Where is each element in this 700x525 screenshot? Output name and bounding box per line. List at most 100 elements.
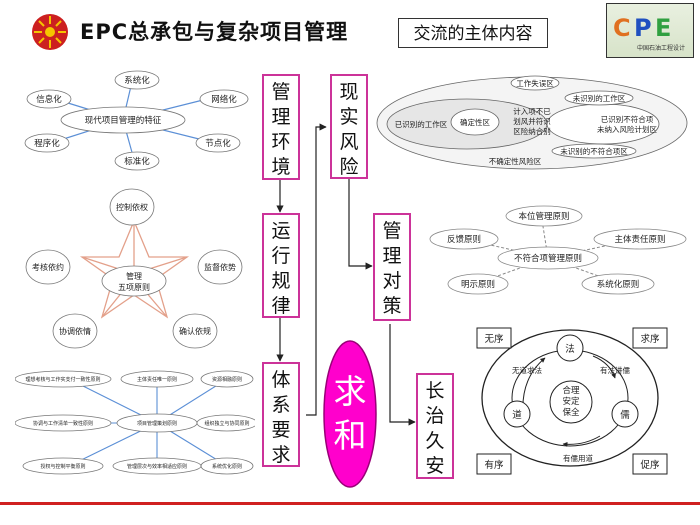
feature-label-6: 标准化 — [124, 156, 150, 167]
system-left-label-2: 协调与工作清单一致性原则 — [33, 420, 93, 427]
principle-node-4 — [52, 313, 98, 349]
cycle-center-node — [549, 380, 593, 424]
system-right-node-3 — [200, 457, 254, 475]
system-middle-label-1: 主体责任唯一原则 — [137, 376, 177, 383]
measure-node-4 — [447, 273, 509, 295]
principles-center-node — [101, 265, 167, 297]
flow-system-req: 体系要求 — [262, 362, 300, 467]
system-left-label-1: 理想考核与工作实支付一致性原则 — [25, 376, 100, 383]
flow-operation-law: 运行规律 — [262, 213, 300, 318]
flow-mgmt-env: 管理环境 — [262, 74, 300, 180]
inner-label-3: 道 — [512, 409, 522, 421]
work-error-label: 工作失误区 — [516, 78, 554, 88]
principle-node-2 — [197, 249, 243, 285]
plan-line-1: 计入项不已 — [513, 106, 551, 116]
flow-reality-risk: 现实风险 — [330, 74, 368, 179]
features-diagram: 现代项目管理的特征 系统化 信息化 网络化 程序化 节点化 标准化 — [24, 70, 249, 171]
harmony-label: 求和 — [333, 372, 367, 455]
arrow-system-to-risk — [306, 123, 327, 416]
cycle-edge-label-2: 有法讲儒 — [600, 365, 630, 375]
principle-label-3: 确认依规 — [179, 326, 211, 336]
principle-node-1 — [109, 188, 155, 226]
corner-label-2: 求序 — [640, 333, 660, 345]
principles-center-line-1: 管理 — [126, 271, 142, 281]
cycle-edge-label-3: 有儒用道 — [563, 453, 593, 463]
corner-label-4: 促序 — [640, 459, 660, 471]
petroleum-logo-icon — [32, 14, 68, 50]
cpe-logo-icon: C P E 中国石油工程设计 — [613, 14, 685, 52]
corner-label-1: 无序 — [484, 333, 504, 345]
principle-label-4: 协调依情 — [59, 326, 91, 336]
flow-mgmt-measures: 管理对策 — [373, 213, 411, 321]
features-center-node — [60, 106, 186, 134]
system-right-label-2: 组织独立与协同原则 — [204, 420, 249, 427]
cycle-outer-ring — [481, 329, 659, 467]
arrow-risk-to-measures — [348, 170, 373, 270]
cycle-center-line-2: 安定 — [562, 396, 580, 407]
measure-node-3 — [593, 228, 687, 250]
work-error-zone — [510, 75, 560, 91]
measures-diagram: 不符合项管理原则 本位管理原则 反馈原则 主体责任原则 明示原则 系统化原则 — [429, 205, 687, 295]
inner-node-1 — [556, 334, 584, 362]
system-right-label-1: 资源相融原则 — [212, 376, 242, 383]
system-left-node-3 — [22, 457, 104, 475]
principle-node-3 — [172, 313, 218, 349]
principles-center-line-2: 五项原则 — [118, 282, 150, 292]
measure-node-2 — [429, 228, 499, 250]
corner-box-3 — [476, 453, 512, 475]
cycle-center-line-1: 合理 — [562, 385, 580, 396]
features-center-label: 现代项目管理的特征 — [85, 115, 162, 126]
measure-label-3: 主体责任原则 — [614, 234, 665, 245]
feature-node-6 — [114, 151, 160, 171]
logo-emblem — [28, 12, 72, 52]
cpe-letter-c: C — [613, 14, 631, 42]
inner-node-3 — [503, 400, 531, 428]
identified-nc-label-2: 未纳入风险计划区 — [597, 124, 657, 134]
feature-node-3 — [199, 89, 249, 109]
certain-label: 确定性区 — [460, 117, 490, 127]
principle-node-5 — [25, 249, 71, 285]
feature-node-1 — [114, 70, 160, 90]
system-middle-node-1 — [120, 370, 194, 388]
plan-line-2: 划风并符识 — [513, 116, 551, 126]
feature-label-1: 系统化 — [124, 75, 150, 86]
corner-box-4 — [632, 453, 668, 475]
cpe-logo: C P E 中国石油工程设计 — [606, 3, 694, 58]
topic-label: 交流的主体内容 — [398, 18, 548, 48]
measure-node-1 — [505, 205, 583, 227]
principle-label-2: 监督依势 — [204, 262, 236, 272]
measures-center-node — [497, 246, 599, 270]
unidentified-nc-zone — [551, 143, 637, 159]
identified-nc-zone — [546, 103, 660, 145]
system-right-label-3: 系统优化原则 — [212, 463, 242, 470]
page-title: EPC总承包与复杂项目管理 — [80, 20, 349, 44]
feature-label-2: 信息化 — [36, 94, 62, 105]
cpe-letter-p: P — [634, 14, 652, 42]
measure-label-1: 本位管理原则 — [518, 211, 569, 222]
harmony-ellipse — [323, 340, 377, 488]
feature-label-4: 程序化 — [34, 138, 60, 149]
measure-label-2: 反馈原则 — [447, 234, 481, 245]
measure-label-4: 明示原则 — [461, 279, 495, 290]
risk-outer-label: 不确定性风险区 — [489, 156, 542, 166]
feature-label-5: 节点化 — [205, 138, 231, 149]
system-diagram: 项目管理策划原则 理想考核与工作实支付一致性原则 协调与工作清单一致性原则 授权… — [15, 370, 255, 475]
unidentified-work-label: 未识别的工作区 — [573, 93, 626, 103]
corner-label-3: 有序 — [484, 459, 504, 471]
feature-node-5 — [195, 133, 241, 153]
bottom-divider — [0, 502, 700, 505]
system-left-node-2 — [15, 414, 112, 432]
corner-box-2 — [632, 327, 668, 349]
unidentified-work-zone — [564, 90, 634, 106]
plan-line-3: 区险纳合别 — [513, 126, 551, 136]
cycle-edge-label-1: 无道求法 — [512, 365, 542, 375]
system-right-node-1 — [200, 370, 254, 388]
principles-diagram: 管理 五项原则 控制依权 监督依势 确认依规 协调依情 考核依约 — [25, 188, 243, 349]
system-middle-label-2: 管理层次与效率相适应原则 — [127, 463, 187, 470]
cycle-diagram: 无序 求序 有序 促序 法 儒 道 合理 安定 保全 无道求法 有法讲儒 有儒用… — [476, 327, 668, 475]
center-harmony — [323, 340, 377, 488]
risk-diagram: 已识别的工作区 确定性区 计入项不已 划风并符识 区险纳合别 工作失误区 未识别… — [376, 75, 688, 170]
principle-label-5: 考核依约 — [32, 262, 64, 272]
inner-node-2 — [611, 400, 639, 428]
identified-nc-label-1: 已识别不符合项 — [601, 114, 654, 124]
